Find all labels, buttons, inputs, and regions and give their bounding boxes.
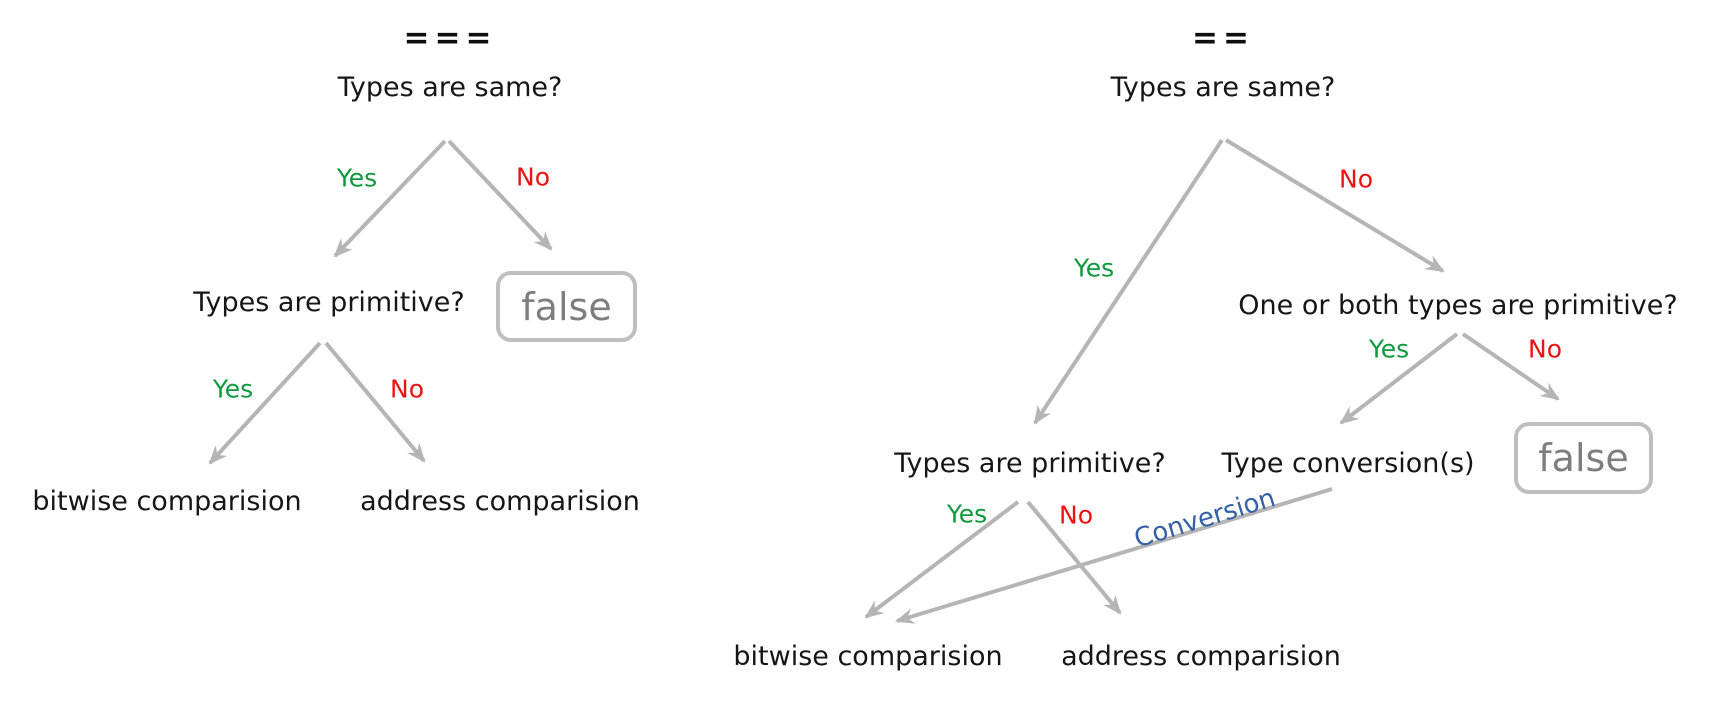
loose-root-no-label: No	[1339, 164, 1373, 194]
edge-strict-prim-no	[324, 341, 426, 463]
loose-false-label: false	[1538, 436, 1629, 480]
loose-prim-yes-label: Yes	[946, 499, 988, 529]
loose-address-node: address comparision	[1061, 641, 1341, 673]
loose-root-yes-label: Yes	[1073, 253, 1115, 283]
edge-loose-conversion	[895, 487, 1333, 624]
edge-strict-root-yes	[333, 139, 447, 258]
strict-false-box: false	[496, 271, 637, 342]
loose-oob-yes-label: Yes	[1368, 334, 1410, 364]
edge-strict-root-no	[447, 139, 553, 251]
loose-primitive-node: Types are primitive?	[894, 448, 1166, 480]
loose-root-node: Types are same?	[1110, 72, 1336, 104]
edge-loose-prim-no	[1026, 500, 1122, 615]
loose-conversion-node: Type conversion(s)	[1221, 448, 1475, 480]
edge-loose-root-yes	[1033, 138, 1224, 425]
strict-prim-no-label: No	[390, 374, 424, 404]
strict-tree-title: ===	[403, 19, 497, 56]
loose-false-box: false	[1514, 422, 1653, 494]
loose-bitwise-node: bitwise comparision	[733, 641, 1003, 673]
edge-loose-oob-no	[1461, 332, 1560, 401]
edge-loose-oob-yes	[1339, 332, 1459, 425]
strict-prim-yes-label: Yes	[212, 374, 254, 404]
strict-root-node: Types are same?	[337, 72, 563, 104]
strict-root-no-label: No	[516, 162, 550, 192]
strict-false-label: false	[521, 284, 612, 329]
strict-address-node: address comparision	[360, 486, 640, 518]
loose-prim-no-label: No	[1059, 500, 1093, 530]
strict-primitive-node: Types are primitive?	[193, 287, 465, 319]
edge-loose-prim-yes	[864, 500, 1020, 619]
edge-strict-prim-yes	[208, 341, 322, 465]
loose-one-or-both-node: One or both types are primitive?	[1238, 290, 1678, 322]
loose-oob-no-label: No	[1528, 334, 1562, 364]
loose-tree-title: ==	[1192, 19, 1254, 56]
strict-root-yes-label: Yes	[336, 163, 378, 193]
strict-bitwise-node: bitwise comparision	[32, 486, 302, 518]
edge-loose-root-no	[1224, 138, 1445, 273]
